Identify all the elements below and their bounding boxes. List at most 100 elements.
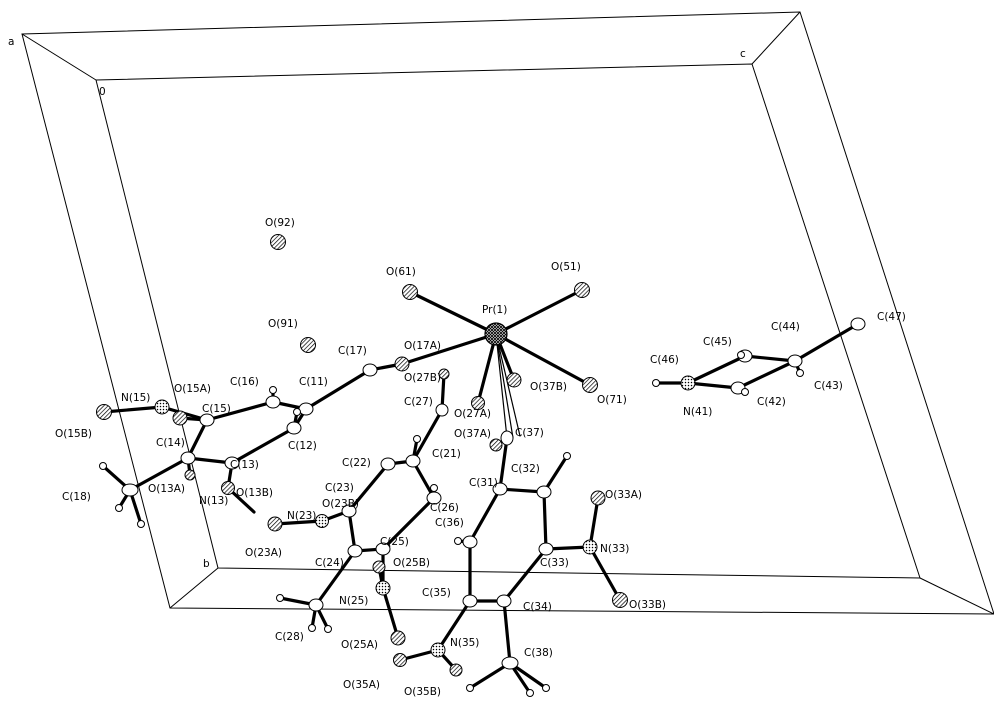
label-O25B: O(25B) <box>393 557 430 569</box>
atom-O27B <box>438 368 450 380</box>
axis-c-label: c <box>740 48 746 60</box>
atom-labels: O(92) O(91) O(61) O(51) Pr(1) O(17A) C(1… <box>55 217 906 698</box>
label-Pr1: Pr(1) <box>482 304 507 316</box>
atom-O71 <box>582 377 598 393</box>
label-O23B: O(23B) <box>322 498 359 510</box>
atom-O13B <box>221 481 235 495</box>
atom-O61 <box>402 284 418 300</box>
label-O33B: O(33B) <box>629 599 666 611</box>
label-O17A: O(17A) <box>404 340 441 352</box>
atom-O23B <box>267 516 283 532</box>
label-N33: N(33) <box>600 543 629 555</box>
atom-O25A <box>390 630 406 646</box>
label-C16: C(16) <box>230 376 259 388</box>
atom-O91 <box>300 337 316 353</box>
hydrogen-atoms <box>99 351 804 697</box>
label-C33: C(33) <box>540 557 569 569</box>
label-N23: N(23) <box>287 510 316 522</box>
label-C21: C(21) <box>432 448 461 460</box>
label-C44: C(44) <box>771 321 800 333</box>
label-O23A: O(23A) <box>245 547 282 559</box>
axis-a-label: a <box>8 36 14 48</box>
label-C38: C(38) <box>524 647 553 659</box>
label-O35B: O(35B) <box>404 686 441 697</box>
label-O13A: O(13A) <box>148 483 185 495</box>
label-C14: C(14) <box>156 437 185 449</box>
label-C47: C(47) <box>877 311 906 323</box>
atom-Pr1 <box>484 322 508 346</box>
atom-O35A <box>393 653 407 667</box>
oxygen-atoms <box>96 234 628 677</box>
label-C17: C(17) <box>338 345 367 357</box>
label-C34: C(34) <box>523 601 552 613</box>
atom-O51 <box>574 282 590 298</box>
atom-O33B <box>612 592 628 608</box>
label-N15: N(15) <box>121 392 150 404</box>
label-N13: N(13) <box>199 495 228 507</box>
atom-O25B <box>372 560 386 574</box>
nitrogen-atoms <box>154 375 696 658</box>
label-O33A: O(33A) <box>605 489 642 501</box>
atom-N25 <box>375 580 391 596</box>
label-O92: O(92) <box>265 217 295 229</box>
label-C37: C(37) <box>515 427 544 439</box>
label-C13: C(13) <box>230 459 259 471</box>
label-C18: C(18) <box>62 491 91 503</box>
atom-N33 <box>582 539 598 555</box>
atom-O37A <box>489 438 503 452</box>
label-C27: C(27) <box>404 396 433 408</box>
label-O91: O(91) <box>268 318 298 330</box>
label-N25: N(25) <box>339 595 368 607</box>
label-C32: C(32) <box>511 463 540 475</box>
label-C23: C(23) <box>325 482 354 494</box>
label-C45: C(45) <box>703 336 732 348</box>
label-C25: C(25) <box>380 536 409 548</box>
label-O27A: O(27A) <box>454 408 491 420</box>
atom-O35B <box>449 663 463 677</box>
label-C12: C(12) <box>288 440 317 452</box>
label-O61: O(61) <box>386 266 416 278</box>
pr-coordination-lines <box>495 333 521 439</box>
atom-N23 <box>315 514 329 528</box>
label-O51: O(51) <box>551 261 581 273</box>
label-C26: C(26) <box>430 502 459 514</box>
label-O37B: O(37B) <box>530 381 567 393</box>
atom-N15 <box>154 399 170 415</box>
label-C31: C(31) <box>469 477 498 489</box>
atom-O13A <box>184 469 196 481</box>
label-O35A: O(35A) <box>343 679 380 691</box>
label-C36: C(36) <box>435 517 464 529</box>
atom-O92 <box>270 234 286 250</box>
label-N41: N(41) <box>683 406 712 418</box>
unit-cell-outline <box>21 11 994 615</box>
atom-O27A <box>471 396 485 410</box>
label-C35: C(35) <box>422 587 451 599</box>
atom-O15A <box>172 410 188 426</box>
label-O25A: O(25A) <box>341 639 378 651</box>
label-O13B: O(13B) <box>236 487 273 499</box>
atom-O15B <box>96 404 112 420</box>
atom-N35 <box>430 642 446 658</box>
label-O71: O(71) <box>597 394 627 406</box>
label-C22: C(22) <box>342 457 371 469</box>
label-O37A: O(37A) <box>454 428 491 440</box>
label-C46: C(46) <box>650 354 679 366</box>
label-N35: N(35) <box>450 637 479 649</box>
atom-O33A <box>590 490 606 506</box>
label-C11: C(11) <box>299 376 328 388</box>
label-C42: C(42) <box>757 396 786 408</box>
axis-labels: a c b 0 <box>8 36 746 570</box>
atom-O37B <box>506 372 522 388</box>
label-O27B: O(27B) <box>404 372 441 384</box>
label-C15: C(15) <box>202 403 231 415</box>
axis-b-label: b <box>203 558 210 570</box>
label-O15B: O(15B) <box>55 428 92 440</box>
label-C43: C(43) <box>814 380 843 392</box>
label-C24: C(24) <box>315 557 344 569</box>
label-O15A: O(15A) <box>174 383 211 395</box>
atom-N41 <box>680 375 696 391</box>
label-C28: C(28) <box>275 631 304 643</box>
atom-O17A <box>394 356 410 372</box>
